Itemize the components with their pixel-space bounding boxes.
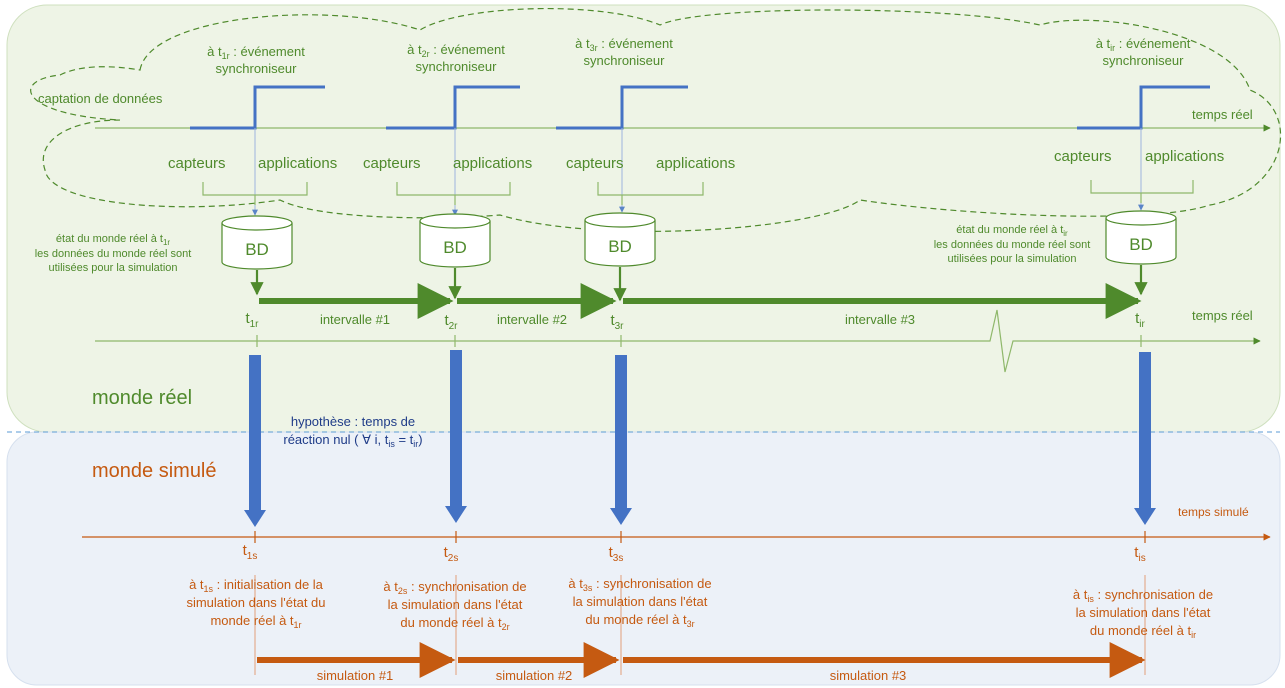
sync-signal-1 — [190, 85, 325, 130]
sync-signal-3 — [556, 85, 688, 130]
apps-label-2: applications — [453, 155, 532, 172]
database-4 — [1105, 210, 1177, 265]
interval-label-3: intervalle #3 — [845, 312, 915, 327]
sim-time-axis — [82, 531, 1271, 543]
real-time-label: temps réel — [1192, 308, 1253, 323]
sim-time-tick-4: tis — [1134, 544, 1145, 564]
apps-label-1: applications — [258, 155, 337, 172]
transfer-arrow-1 — [244, 355, 266, 527]
database-2 — [419, 213, 491, 268]
simulation-label-1: simulation #1 — [317, 668, 394, 683]
simulation-label-2: simulation #2 — [496, 668, 573, 683]
interval-label-2: intervalle #2 — [497, 312, 567, 327]
capture-brackets — [202, 180, 1194, 205]
sync-signal-4 — [1077, 85, 1210, 130]
data-capture-cloud — [30, 7, 1282, 232]
real-time-axis — [95, 309, 1261, 373]
apps-label-4: applications — [1145, 148, 1224, 165]
real-time-tick-1: t1r — [245, 310, 259, 330]
sensors-label-1: capteurs — [168, 155, 226, 172]
db-label-4: BD — [1129, 235, 1153, 254]
transfer-arrow-2 — [445, 350, 467, 523]
db-label-1: BD — [245, 240, 269, 259]
simulated-world-panel — [6, 431, 1281, 686]
database-3 — [584, 212, 656, 267]
sim-time-tick-3: t3s — [609, 544, 624, 564]
sim-time-tick-1: t1s — [243, 542, 258, 562]
interval-label-1: intervalle #1 — [320, 312, 390, 327]
db-output-arrows — [250, 265, 1148, 302]
real-time-tick-3: t3r — [610, 312, 624, 332]
sim-time-tick-2: t2s — [444, 544, 459, 564]
db-label-3: BD — [608, 237, 632, 256]
simulation-label-3: simulation #3 — [830, 668, 907, 683]
real-time-tick-4: tir — [1135, 310, 1145, 330]
apps-label-3: applications — [656, 155, 735, 172]
transfer-arrow-3 — [610, 355, 632, 525]
sensors-label-3: capteurs — [566, 155, 624, 172]
real-time-top-label: temps réel — [1192, 107, 1253, 122]
sensors-label-2: capteurs — [363, 155, 421, 172]
sim-time-label: temps simulé — [1178, 505, 1249, 519]
sensors-label-4: capteurs — [1054, 148, 1112, 165]
transfer-arrow-4 — [1134, 352, 1156, 525]
db-label-2: BD — [443, 238, 467, 257]
sync-signal-2 — [386, 85, 520, 130]
simulated-world-label: monde simulé — [92, 460, 217, 482]
database-1 — [221, 215, 293, 270]
sync-transfer-arrows — [244, 350, 1156, 527]
real-world-label: monde réel — [92, 387, 192, 409]
real-time-tick-2: t2r — [444, 312, 458, 332]
data-capture-label: captation de données — [38, 91, 163, 106]
